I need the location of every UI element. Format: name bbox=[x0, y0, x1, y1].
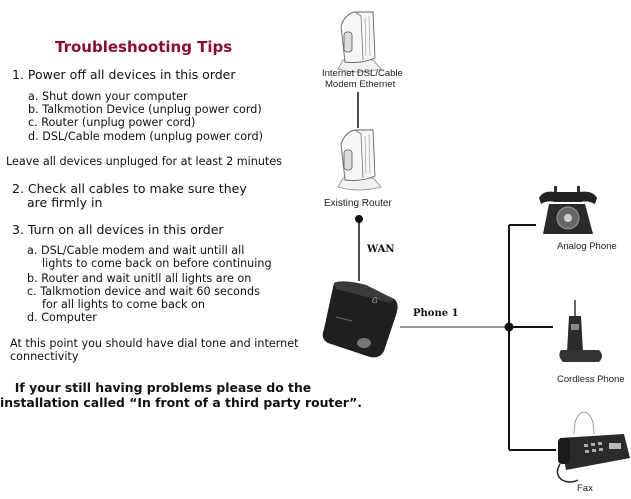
modem-label: Internet DSL/Cable Modem Ethernet bbox=[322, 68, 403, 90]
result-note: At this point you should have dial tone … bbox=[10, 337, 299, 350]
talkmotion-device-icon: G bbox=[322, 281, 398, 358]
step-2-heading: 2. Check all cables to make sure they bbox=[12, 181, 247, 196]
step-1-item: b. Talkmotion Device (unplug power cord) bbox=[28, 103, 262, 116]
junction-dot bbox=[504, 322, 514, 332]
wan-label: WAN bbox=[367, 244, 395, 255]
step-1-item: d. DSL/Cable modem (unplug power cord) bbox=[28, 130, 263, 143]
step-3-item: c. Talkmotion device and wait 60 seconds bbox=[27, 285, 260, 298]
cordless-phone-label: Cordless Phone bbox=[557, 374, 625, 385]
modem-icon bbox=[337, 11, 382, 73]
step-3-item: a. DSL/Cable modem and wait untill all bbox=[27, 244, 245, 257]
final-note-line: If your still having problems please do … bbox=[14, 380, 312, 395]
result-note-cont: connectivity bbox=[10, 350, 79, 363]
fax-icon bbox=[556, 411, 630, 483]
step-1-item: a. Shut down your computer bbox=[28, 90, 188, 103]
step-3-item: lights to come back on before continuing bbox=[42, 257, 272, 270]
svg-text:G: G bbox=[372, 297, 378, 305]
cordless-phone-icon bbox=[559, 300, 602, 362]
analog-phone-icon bbox=[539, 186, 597, 234]
step-1-item: c. Router (unplug power cord) bbox=[28, 116, 196, 129]
leave-note: Leave all devices unpluged for at least … bbox=[6, 155, 283, 168]
fax-label: Fax bbox=[577, 483, 593, 494]
final-note: If your still having problems please do … bbox=[0, 380, 362, 410]
page-title: Troubleshooting Tips bbox=[55, 38, 233, 56]
router-label: Existing Router bbox=[324, 198, 392, 209]
modem-label-line: Modem Ethernet bbox=[325, 79, 396, 90]
phone1-label: Phone 1 bbox=[413, 308, 459, 319]
analog-phone-label: Analog Phone bbox=[557, 241, 617, 252]
step-3-item: d. Computer bbox=[27, 311, 97, 324]
step-3-heading: 3. Turn on all devices in this order bbox=[12, 222, 224, 237]
final-note-line: installation called “In front of a third… bbox=[0, 395, 362, 410]
router-icon bbox=[337, 129, 382, 191]
step-3-item: b. Router and wait unitll all lights are… bbox=[27, 272, 252, 285]
step-1-heading: 1. Power off all devices in this order bbox=[12, 67, 236, 82]
modem-label-line: Internet DSL/Cable bbox=[322, 68, 403, 79]
step-2-heading-cont: are firmly in bbox=[27, 195, 103, 210]
step-3-item: for all lights to come back on bbox=[42, 298, 205, 311]
